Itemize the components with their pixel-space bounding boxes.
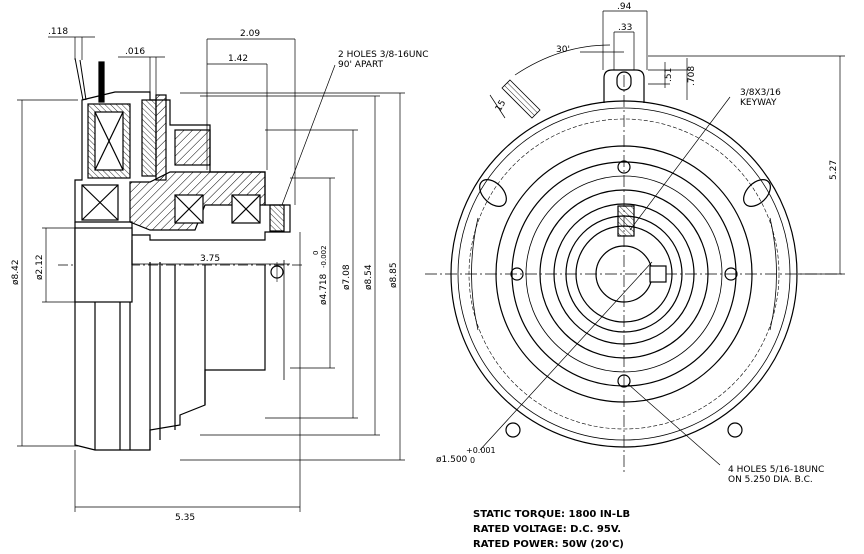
spec-voltage: RATED VOLTAGE: D.C. 95V. (473, 524, 621, 535)
dim-708: .708 (687, 66, 697, 86)
spec-power: RATED POWER: 50W (20'C) (473, 539, 624, 550)
dim-dia4718: ø4.718 (319, 273, 329, 305)
tol-4718-upper: 0 (312, 251, 320, 255)
dim-dia842: ø8.42 (11, 259, 21, 285)
dim-angle30: 30' (556, 45, 570, 55)
note-holes-line1: 2 HOLES 3/8-16UNC (338, 50, 429, 60)
bore-label: ø1.500 (436, 455, 468, 465)
side-dimensions (17, 36, 405, 512)
spec-torque: STATIC TORQUE: 1800 IN-LB (473, 509, 630, 520)
dim-527: 5.27 (829, 160, 839, 180)
dim-dia708: ø7.08 (342, 264, 352, 290)
dim-51: .51 (664, 68, 674, 82)
note-tapped-line1: 4 HOLES 5/16-18UNC (728, 465, 824, 475)
front-view (425, 69, 845, 475)
dim-15: 15 (494, 99, 508, 114)
dim-535: 5.35 (175, 513, 195, 523)
tol-4718-lower: -0.002 (320, 245, 328, 268)
dim-33: .33 (618, 23, 632, 33)
dim-375: 3.75 (200, 254, 220, 264)
bore-tol-upper: +0.001 (466, 446, 496, 455)
front-dimensions (479, 10, 845, 466)
dim-209: 2.09 (240, 29, 260, 39)
dim-118: .118 (48, 27, 68, 37)
side-section-view (58, 57, 305, 451)
note-tapped-line2: ON 5.250 DIA. B.C. (728, 475, 813, 485)
dim-dia885: ø8.85 (389, 262, 399, 288)
dim-142: 1.42 (228, 54, 248, 64)
dim-dia854: ø8.54 (364, 264, 374, 290)
dim-016: .016 (125, 47, 145, 57)
bore-tol-lower: 0 (470, 456, 475, 465)
note-holes-line2: 90' APART (338, 60, 384, 70)
dim-94: .94 (617, 2, 632, 12)
note-keyway-line1: 3/8X3/16 (740, 88, 781, 98)
dim-dia212: ø2.12 (35, 254, 45, 280)
note-keyway-line2: KEYWAY (740, 98, 777, 108)
